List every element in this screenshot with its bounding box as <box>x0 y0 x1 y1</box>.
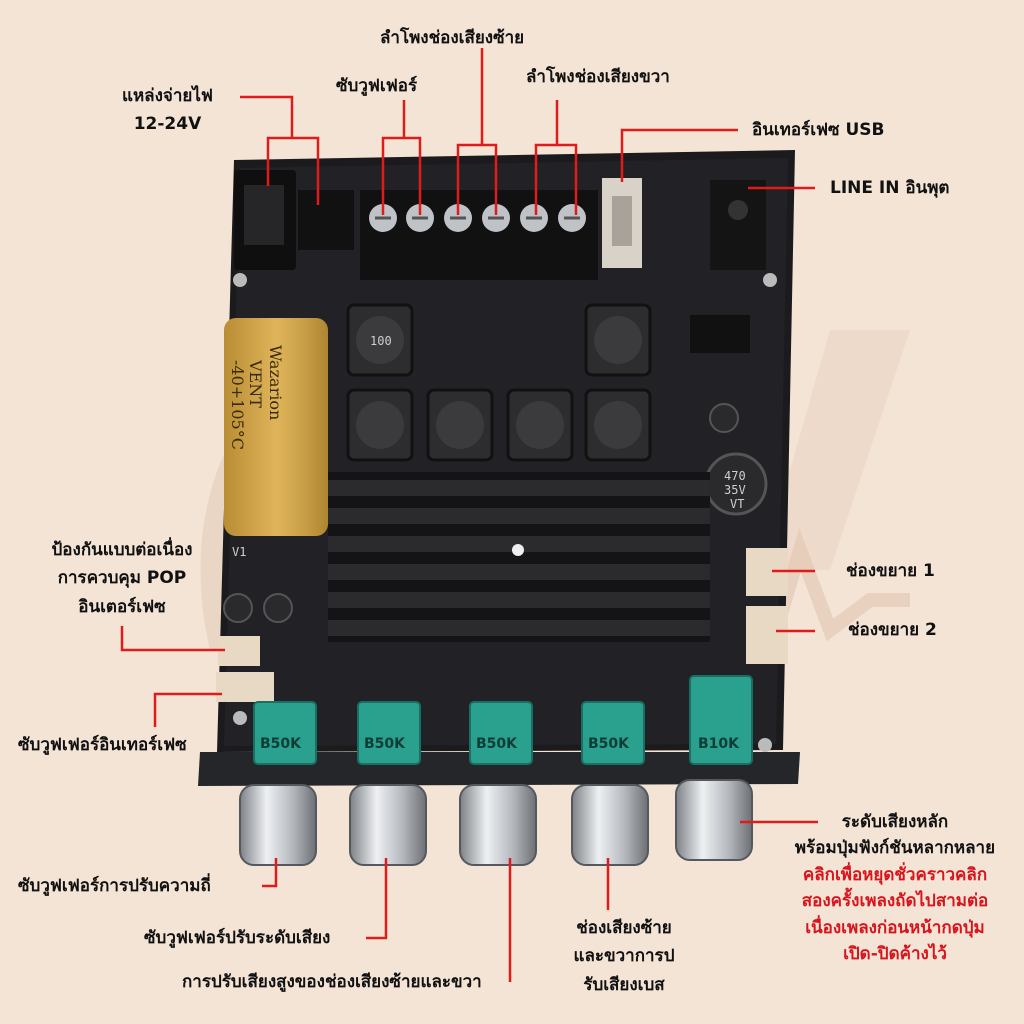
label-main-volume-line1: ระดับเสียงหลัก <box>841 812 949 832</box>
label-sub-level: ซับวูฟเฟอร์ปรับระดับเสียง <box>144 928 331 948</box>
label-pop-line2: การควบคุม POP <box>57 568 187 589</box>
label-usb: อินเทอร์เฟซ USB <box>752 120 885 140</box>
label-main-volume-line2: พร้อมปุ่มฟังก์ชันหลากหลาย <box>794 838 996 859</box>
small-cap-voltage: 470 <box>724 469 746 483</box>
label-main-volume-red1: คลิกเพื่อหยุดชั่วคราวคลิก <box>802 864 988 885</box>
label-expansion-1: ช่องขยาย 1 <box>846 561 935 581</box>
label-main-volume: ระดับเสียงหลัก พร้อมปุ่มฟังก์ชันหลากหลาย… <box>772 812 1018 964</box>
label-sub-interface: ซับวูฟเฟอร์อินเทอร์เฟซ <box>18 735 187 755</box>
label-power-line2: 12-24V <box>133 114 202 135</box>
label-main-volume-red3: เนื่องเพลงก่อนหน้ากดปุ่ม <box>805 917 985 938</box>
label-treble: การปรับเสียงสูงของช่องเสียงซ้ายและขวา <box>182 972 482 992</box>
capacitor-brand: Wazarion <box>266 345 285 420</box>
board-v1-mark: V1 <box>232 545 246 559</box>
label-bass-line3: รับเสียงเบส <box>583 974 665 995</box>
capacitor-temp: -40+105°C <box>228 360 247 450</box>
label-pop-line1: ป้องกันแบบต่อเนื่อง <box>51 540 193 560</box>
label-main-volume-red2: สองครั้งเพลงถัดไปสามต่อ <box>801 891 989 912</box>
label-expansion-2: ช่องขยาย 2 <box>848 620 937 640</box>
label-right-speaker: ลำโพงช่องเสียงขวา <box>526 67 670 87</box>
label-power-supply: แหล่งจ่ายไฟ 12-24V <box>122 86 213 135</box>
label-bass: ช่องเสียงซ้าย และขวาการป รับเสียงเบส <box>560 918 688 995</box>
pot-label-2: B50K <box>364 736 406 752</box>
label-left-speaker: ลำโพงช่องเสียงซ้าย <box>380 28 525 48</box>
label-line-in: LINE IN อินพุต <box>830 178 950 198</box>
inductor-label: 100 <box>370 334 392 348</box>
label-bass-line2: และขวาการป <box>573 946 675 967</box>
small-cap-rating: 35V <box>724 483 746 497</box>
pot-label-3: B50K <box>476 736 518 752</box>
label-subwoofer-out: ซับวูฟเฟอร์ <box>336 76 418 96</box>
label-power-line1: แหล่งจ่ายไฟ <box>122 86 213 106</box>
pot-label-4: B50K <box>588 736 630 752</box>
capacitor-vent: VENT <box>246 359 265 408</box>
pot-label-1: B50K <box>260 736 302 752</box>
label-bass-line1: ช่องเสียงซ้าย <box>576 918 672 938</box>
label-main-volume-red4: เปิด-ปิดค้างไว้ <box>843 943 947 964</box>
pot-label-5: B10K <box>698 736 740 752</box>
label-sub-freq: ซับวูฟเฟอร์การปรับความถี่ <box>18 876 211 896</box>
label-pop-protect: ป้องกันแบบต่อเนื่อง การควบคุม POP อินเตอ… <box>24 540 220 617</box>
small-cap-brand: VT <box>730 497 744 511</box>
label-pop-line3: อินเตอร์เฟซ <box>78 596 166 617</box>
